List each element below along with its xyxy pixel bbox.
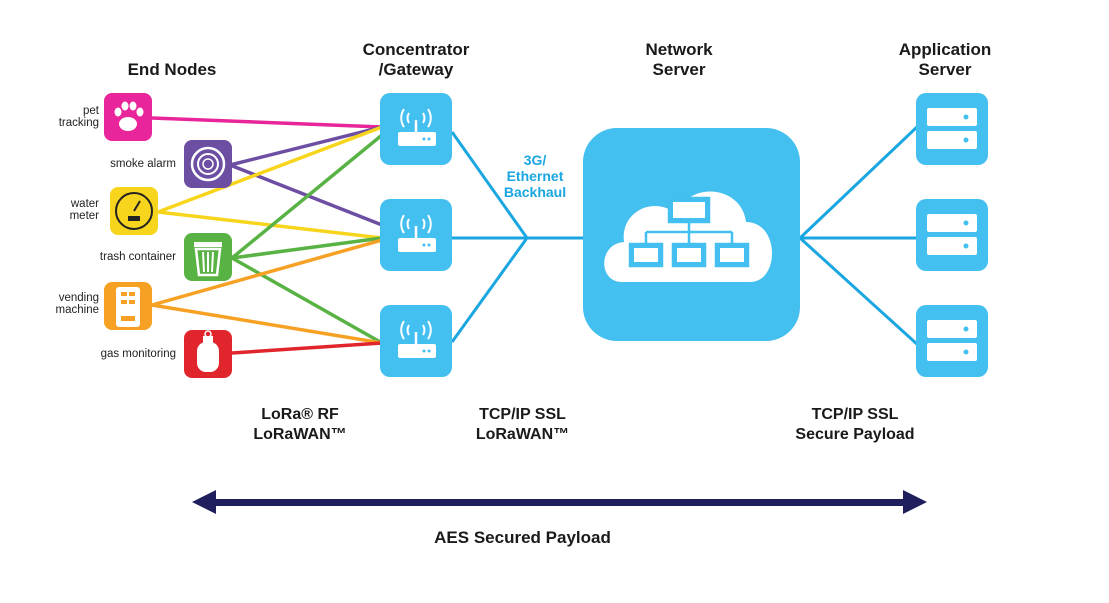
link-smoke-gw2: [229, 163, 383, 227]
label-tcp-lorawan: TCP/IP SSL LoRaWAN™: [445, 405, 600, 445]
app-server-1: [916, 93, 988, 165]
node-label-trash-container: trash container: [40, 251, 176, 263]
gateway-3: [380, 305, 452, 377]
link-vending-gw3: [151, 303, 383, 345]
backhaul-links: [450, 124, 920, 347]
gateway-1: [380, 93, 452, 165]
node-label-line: gas monitoring: [100, 348, 176, 360]
label-lora-rf: LoRa® RF LoRaWAN™: [225, 405, 375, 445]
link-gas-gw3: [231, 341, 383, 355]
label-lora-line2: LoRaWAN™: [253, 426, 347, 443]
label-lora-line1: LoRa® RF: [261, 406, 339, 423]
node-label-line: trash container: [99, 251, 176, 263]
node-label-line: meter: [69, 210, 99, 222]
label-tcp1-line2: LoRaWAN™: [475, 426, 570, 443]
aes-double-arrow: [192, 490, 927, 514]
label-tcp-secure-payload: TCP/IP SSL Secure Payload: [765, 405, 945, 445]
header-gateway-line2: /Gateway: [378, 60, 454, 79]
header-gateway-line1: Concentrator: [362, 40, 470, 59]
node-label-line: smoke alarm: [110, 158, 176, 170]
gateway-2: [380, 199, 452, 271]
header-gateway: Concentrator /Gateway: [343, 40, 489, 80]
label-tcp2-line1: TCP/IP SSL: [811, 406, 899, 423]
rf-links: [151, 116, 384, 355]
header-app-line2: Server: [918, 60, 972, 79]
backhaul-label: 3G/ Ethernet Backhaul: [490, 152, 580, 200]
backhaul-line2: Ethernet: [506, 168, 564, 184]
meter-icon: [110, 187, 158, 235]
node-label-pet-tracking: pet tracking: [20, 105, 99, 129]
gas-tank-icon: [184, 330, 232, 378]
label-aes-payload: AES Secured Payload: [434, 528, 611, 547]
header-network-server: Network Server: [616, 40, 742, 80]
backhaul-line1: 3G/: [523, 152, 547, 168]
header-app-server: Application Server: [878, 40, 1012, 80]
label-tcp1-line1: TCP/IP SSL: [479, 406, 566, 423]
smoke-alarm-icon: [184, 140, 232, 188]
link-water-gw1: [157, 125, 383, 214]
vending-icon: [104, 282, 152, 330]
app-server-3: [916, 305, 988, 377]
header-network-line2: Server: [652, 60, 706, 79]
node-label-vending-machine: vending machine: [20, 292, 99, 316]
app-server-2: [916, 199, 988, 271]
paw-icon: [104, 93, 152, 141]
node-label-line: machine: [55, 304, 99, 316]
node-label-line: vending: [58, 292, 99, 304]
header-app-line1: Application: [898, 40, 992, 59]
header-network-line1: Network: [645, 40, 713, 59]
link-smoke-gw1: [229, 125, 383, 167]
link-trash-gw1: [230, 133, 384, 260]
header-end-nodes: End Nodes: [127, 60, 217, 79]
backhaul-line3: Backhaul: [503, 184, 567, 200]
label-tcp2-line2: Secure Payload: [795, 426, 915, 443]
link-trash-gw2: [231, 236, 383, 260]
node-label-smoke-alarm: smoke alarm: [40, 158, 176, 170]
link-trash-gw3: [231, 256, 383, 345]
link-vending-gw2: [151, 238, 383, 307]
node-label-water-meter: water meter: [20, 198, 99, 222]
node-label-gas-monitoring: gas monitoring: [40, 348, 176, 360]
node-label-line: pet: [83, 105, 99, 117]
trash-icon: [184, 233, 232, 281]
node-label-line: tracking: [58, 117, 99, 129]
link-pet-gw1: [151, 116, 383, 129]
network-server: [583, 128, 800, 341]
node-label-line: water: [70, 198, 99, 210]
